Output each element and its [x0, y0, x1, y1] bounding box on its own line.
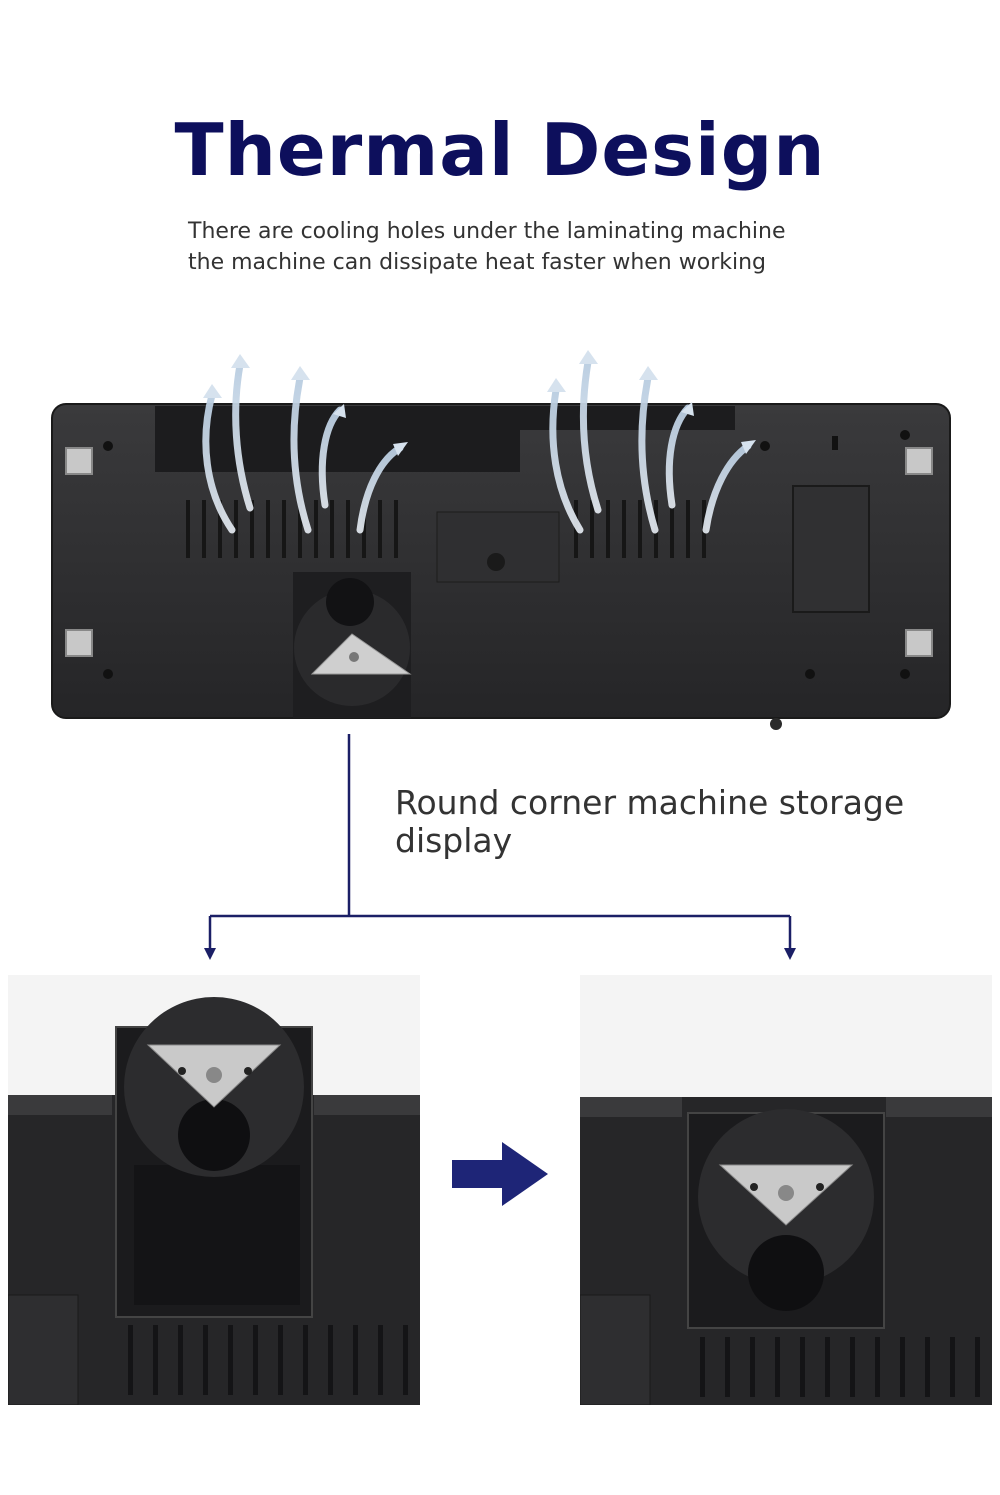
storage-subtitle-line-2: display — [395, 821, 513, 860]
page-title: Thermal Design — [174, 108, 826, 192]
cutter-stored-photo — [580, 975, 992, 1405]
machine-underside-image — [51, 350, 951, 730]
description-line-1: There are cooling holes under the lamina… — [188, 219, 786, 244]
cutter-extended-photo — [8, 975, 420, 1405]
airflow-arrowheads — [203, 350, 756, 456]
right-arrow-icon — [452, 1142, 548, 1206]
down-arrow-icon — [204, 948, 216, 960]
description-line-2: the machine can dissipate heat faster wh… — [188, 250, 766, 275]
description: There are cooling holes under the lamina… — [188, 216, 888, 278]
connector-lines — [204, 734, 796, 960]
airflow-arrow-icon — [202, 358, 752, 534]
storage-subtitle: Round corner machine storage display — [395, 784, 965, 860]
down-arrow-icon — [784, 948, 796, 960]
storage-subtitle-line-1: Round corner machine storage — [395, 783, 905, 822]
